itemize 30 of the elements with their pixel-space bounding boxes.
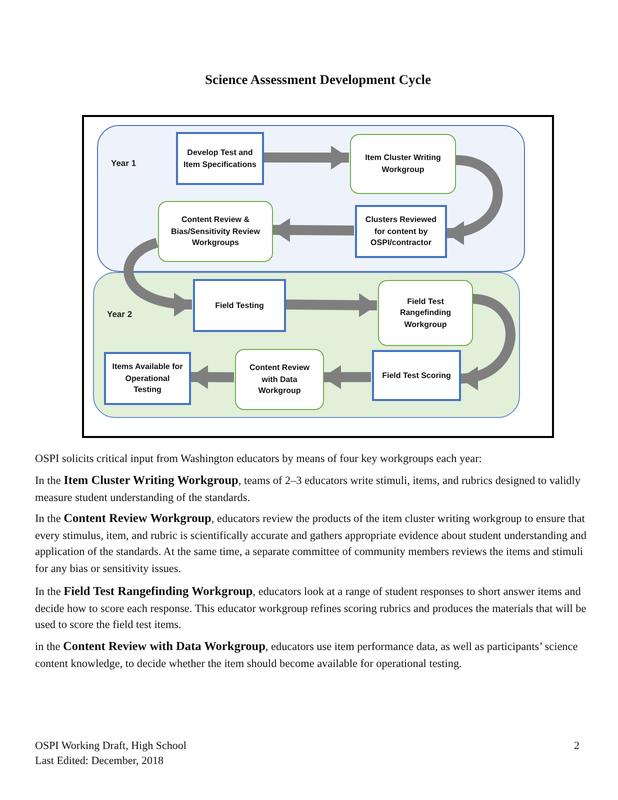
year-band bbox=[97, 125, 525, 272]
workgroup-box: Field Test Rangefinding Workgroup bbox=[378, 280, 473, 346]
process-box: Field Test Scoring bbox=[372, 350, 461, 401]
workgroup-box: Content Review with Data Workgroup bbox=[235, 349, 324, 410]
block-arrow bbox=[263, 146, 349, 170]
footer-text: Last Edited: December, 2018 bbox=[35, 755, 164, 767]
year-label: Year 2 bbox=[107, 309, 132, 319]
page-number: 2 bbox=[574, 740, 580, 752]
block-arrow bbox=[272, 218, 354, 242]
year-band bbox=[93, 272, 520, 418]
body-paragraph: in the Content Review with Data Workgroup, educators use item performance data, as well as participants’ science content knowledge, to decide whether the item should become available for operational testing. bbox=[35, 638, 579, 672]
block-arrow bbox=[190, 365, 234, 390]
block-arrow bbox=[459, 294, 516, 388]
process-box: Develop Test and Item Specifications bbox=[176, 132, 264, 185]
workgroup-box: Content Review & Bias/Sensitivity Review Workgroups bbox=[158, 201, 273, 262]
diagram-title: Science Assessment Development Cycle bbox=[204, 72, 432, 88]
body-paragraph: In the Content Review Workgroup, educators review the products of the item cluster writing workgroup to ensure that every stimulus, item, and rubric is scientifically accurate and gathers appropriate evidence about student understanding and application of the standards. At the same time, a separate committee of community members reviews the items and stimuli for any bias or sensitivity issues. bbox=[35, 510, 588, 576]
process-box: Field Testing bbox=[193, 279, 286, 332]
body-paragraph: In the Item Cluster Writing Workgroup, teams of 2–3 educators write stimuli, items, and rubrics designed to validly measure student understanding of the standards. bbox=[35, 472, 582, 506]
block-arrow bbox=[124, 238, 192, 316]
workgroup-box: Item Cluster Writing Workgroup bbox=[350, 134, 456, 194]
block-arrow bbox=[322, 365, 372, 390]
process-box: Clusters Reviewed for content by OSPI/contractor bbox=[355, 205, 447, 258]
year-label: Year 1 bbox=[111, 158, 136, 168]
block-arrow bbox=[284, 293, 378, 318]
body-paragraph: OSPI solicits critical input from Washington educators by means of four key workgroups each year: bbox=[35, 452, 483, 467]
body-paragraph: In the Field Test Rangefinding Workgroup, educators look at a range of student responses to short answer items and decide how to score each response. This educator workgroup refines scoring rubrics and produces the materials that will be used to score the field test items. bbox=[35, 583, 588, 633]
process-box: Items Available for Operational Testing bbox=[104, 352, 191, 405]
footer-text: OSPI Working Draft, High School bbox=[35, 740, 186, 752]
block-arrow bbox=[446, 155, 503, 244]
